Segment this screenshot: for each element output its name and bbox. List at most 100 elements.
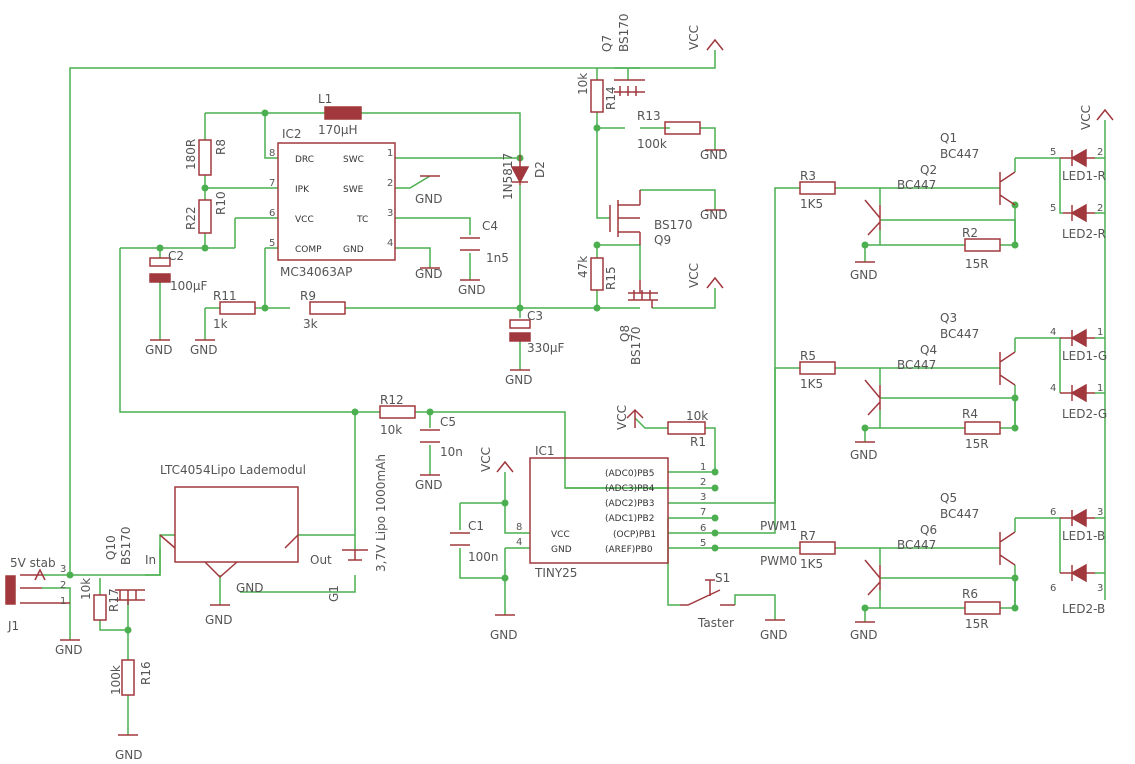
q1-name: Q1 (940, 131, 957, 145)
c1-value: 100n (468, 550, 499, 564)
r13-name: R13 (637, 109, 661, 123)
c1-name: C1 (468, 519, 484, 533)
r13-value: 100k (637, 137, 667, 151)
gnd-label-c4: GND (458, 283, 486, 297)
resistor-r12: R12 10k (379, 393, 416, 437)
q4-name: Q4 (920, 343, 937, 357)
ic2-pin-swc: SWC (343, 155, 364, 165)
led2b-pin-k: 3 (1097, 583, 1103, 594)
r8-value: 180R (184, 139, 198, 170)
led2r-pin-k: 2 (1097, 203, 1103, 214)
led1g-pin-k: 1 (1097, 327, 1103, 338)
led2g-pin-a: 4 (1050, 383, 1056, 394)
gnd-label-q2: GND (850, 268, 878, 282)
capacitor-c4: C4 1n5 (460, 219, 509, 265)
r8-name: R8 (214, 139, 228, 155)
ic2-pin-gnd: GND (343, 245, 364, 255)
net-pwm0: PWM0 (760, 554, 797, 568)
ic2-num-5: 5 (269, 238, 275, 249)
ic1-num-6: 6 (700, 523, 706, 534)
ic2-num-6: 6 (269, 208, 275, 219)
l1-value: 170µH (318, 123, 358, 137)
r6-name: R6 (962, 587, 978, 601)
led-group-green: R5 1K5 Q3 BC447 Q4 BC447 R4 15R LED1-G L… (799, 311, 1107, 451)
vcc-label-leds: VCC (1079, 105, 1093, 130)
ic2-pin-vcc: VCC (295, 215, 314, 225)
module-out: Out (310, 553, 332, 567)
r10-name: R10 (214, 191, 228, 215)
gnd-label-r16: GND (115, 748, 143, 762)
r9-name: R9 (300, 289, 316, 303)
gnd-label-q4: GND (850, 448, 878, 462)
r15-value: 47k (576, 256, 590, 278)
ic1-pin-pb5: (ADC0)PB5 (605, 469, 654, 479)
r3-name: R3 (800, 169, 816, 183)
r9-value: 3k (303, 317, 318, 331)
c3-name: C3 (527, 309, 543, 323)
r12-value: 10k (380, 423, 402, 437)
ic1-pin-pb2: (ADC1)PB2 (605, 514, 654, 524)
ic1-tiny25: IC1 TINY25 VCC GND 8 4 (ADC0)PB5 (ADC3)P… (516, 444, 706, 580)
gnd-label-swe: GND (415, 192, 443, 206)
ic2-pin-drc: DRC (295, 155, 314, 165)
r15-name: R15 (604, 266, 618, 290)
r11-name: R11 (213, 289, 237, 303)
wires (42, 50, 1106, 735)
diode-d2: D2 1N5817 (501, 153, 547, 200)
switch-s1: S1 Taster (680, 571, 735, 630)
led-group-blue: R7 1K5 Q5 BC447 Q6 BC447 R6 15R LED1-B L… (799, 491, 1105, 631)
ic2-pin-swe: SWE (343, 185, 364, 195)
resistor-r13: R13 100k (637, 109, 701, 151)
c5-name: C5 (440, 415, 456, 429)
ic1-pin-pb3: (ADC2)PB3 (605, 499, 654, 509)
inductor-l1: L1 170µH (318, 92, 362, 137)
ic2-value: MC34063AP (280, 265, 352, 279)
vcc-label-q8: VCC (687, 263, 701, 288)
q2-name: Q2 (920, 163, 937, 177)
s1-name: S1 (715, 571, 730, 585)
led2g-pin-k: 1 (1097, 383, 1103, 394)
q6-value: BC447 (897, 538, 936, 552)
q6-name: Q6 (920, 523, 937, 537)
battery-g1: G1 3,7V Lipo 1000mAh (327, 454, 388, 602)
j1-pin-1: 1 (60, 596, 66, 607)
q10-name: Q10 (104, 535, 118, 560)
gnd-label-r11: GND (190, 343, 218, 357)
q8-name: Q8 (618, 325, 632, 342)
q1-value: BC447 (940, 147, 979, 161)
d2-name: D2 (533, 161, 547, 178)
ic2-num-8: 8 (269, 148, 275, 159)
ic1-num-5: 5 (700, 538, 706, 549)
g1-value: 3,7V Lipo 1000mAh (374, 454, 388, 572)
resistor-r10: R10 R22 (184, 191, 228, 234)
led2b-pin-a: 6 (1050, 583, 1056, 594)
capacitor-c5: C5 10n (420, 415, 463, 459)
gnd-label-ic1: GND (490, 628, 518, 642)
led1b-name: LED1-B (1062, 529, 1105, 543)
ic1-name: IC1 (535, 444, 555, 458)
vcc-label-top: VCC (687, 25, 701, 50)
resistor-r16: R16 100k (109, 659, 153, 696)
g1-name: G1 (327, 585, 341, 602)
gnd-label-q9: GND (700, 208, 728, 222)
gnd-label-c3: GND (505, 373, 533, 387)
r12-name: R12 (380, 393, 404, 407)
ic1-num-3: 3 (700, 492, 706, 503)
q2-value: BC447 (897, 178, 936, 192)
r6-value: 15R (965, 617, 989, 631)
r4-name: R4 (962, 407, 978, 421)
junctions (66, 109, 1019, 634)
net-pwm1: PWM1 (760, 519, 797, 533)
vcc-symbols: VCC VCC VCC VCC VCC (479, 25, 1114, 473)
led1b-pin-a: 6 (1050, 507, 1056, 518)
mosfet-q10: Q10 BS170 (104, 526, 145, 605)
c3-value: 330µF (527, 341, 565, 355)
vcc-label-r1: VCC (615, 405, 629, 430)
gnd-label-ic2: GND (415, 267, 443, 281)
ic2-num-2: 2 (387, 178, 393, 189)
r17-value: 10k (79, 578, 93, 600)
resistor-r8: R8 180R (184, 139, 228, 176)
c4-name: C4 (482, 219, 498, 233)
r14-value: 10k (576, 73, 590, 95)
